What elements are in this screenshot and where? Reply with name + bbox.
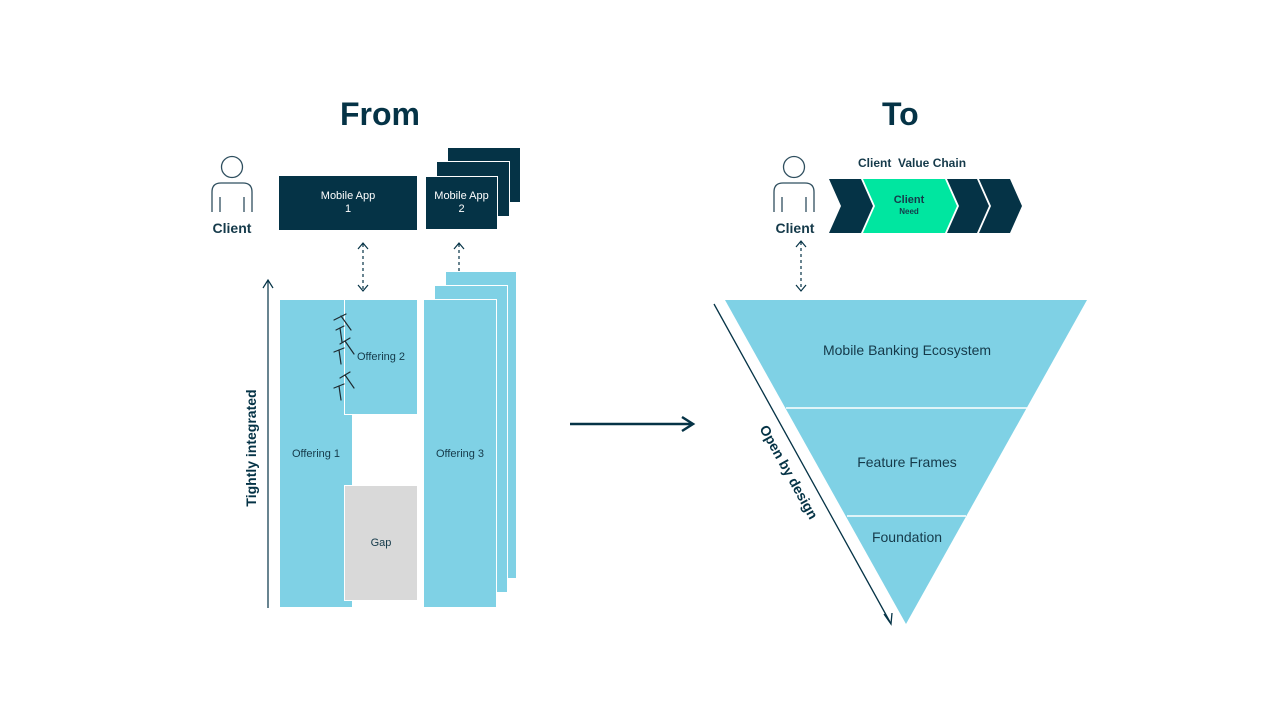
offering-2-label: Offering 2 [356,351,406,363]
layer-feature-frames: Feature Frames [857,454,957,470]
chevron-1 [829,179,873,233]
chevron-4 [979,179,1022,233]
dashed-double-arrow-to [795,240,807,292]
value-chain-chevrons [829,179,1022,233]
mobile-app-2-line1: Mobile App [434,190,489,202]
offering-3-label: Offering 3 [435,447,485,460]
ecosystem-triangle [725,300,1087,624]
from-title: From [340,96,420,132]
mobile-app-1-line2: 1 [344,203,352,215]
chevron-3 [947,179,989,233]
offering-3-box: Offering 3 [423,299,497,608]
layer-foundation: Foundation [871,529,943,545]
vertical-axis-arrow [262,278,274,608]
mobile-app-2-box: Mobile App 2 [425,176,498,230]
gap-label: Gap [370,537,392,549]
to-title: To [882,96,919,132]
open-by-design-axis [713,303,891,623]
offering-2-box: Offering 2 [344,299,418,415]
layer-mobile-banking-ecosystem: Mobile Banking Ecosystem [822,342,992,358]
open-by-design-arrowhead [883,612,893,626]
mobile-app-1-line1: Mobile App [320,190,376,202]
mobile-app-2-line2: 2 [458,203,465,215]
chevron-client-need [863,179,957,233]
tightly-integrated-label: Tightly integrated [243,389,259,507]
chevron-client-text: Client [893,194,925,206]
client-person-icon [211,155,253,212]
gap-box: Gap [344,485,418,601]
chevron-need-text: Need [899,207,919,216]
client-label-from: Client [212,220,252,236]
transition-arrow [570,415,696,433]
offering-1-label: Offering 1 [291,447,341,460]
offering-1-box: Offering 1 [279,299,353,608]
client-person-icon-to [773,155,815,212]
client-label-to: Client [775,220,815,236]
inverted-triangle [713,300,1087,626]
chevron-client-need-label: Client Need [878,194,940,217]
mobile-app-1-box: Mobile App 1 [279,176,417,230]
dashed-double-arrow-app1 [357,242,369,292]
value-chain-title: Client Value Chain [858,156,967,170]
nails-icon [333,313,355,401]
